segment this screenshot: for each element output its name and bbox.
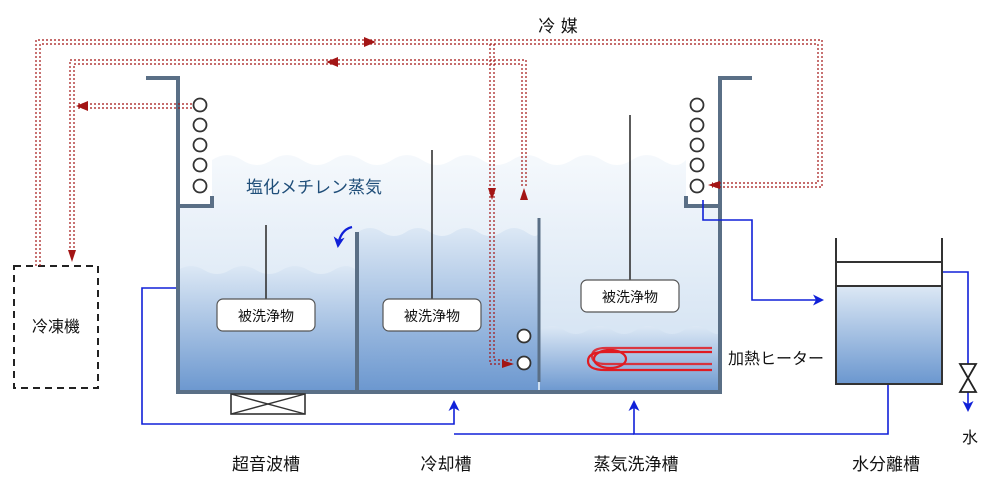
vapor-label: 塩化メチレン蒸気 (246, 178, 382, 198)
refrigerant-lines (35, 39, 823, 365)
water-label: 水 (962, 428, 978, 447)
heater-icon (586, 346, 712, 372)
refrigerant-label: 冷 媒 (538, 17, 577, 37)
freezer-box (13, 265, 99, 389)
freezer-label: 冷凍機 (32, 317, 80, 336)
left-trough (178, 196, 214, 208)
workpieces: 被洗浄物 被洗浄物 被洗浄物 (216, 115, 680, 332)
heater-label: 加熱ヒーター (728, 349, 824, 368)
flow-lines (141, 200, 974, 435)
ultrasonic-tank-label: 超音波槽 (232, 455, 300, 475)
workpiece-cooling: 被洗浄物 (382, 298, 482, 332)
circulation-arrow-icon (333, 225, 353, 248)
workpiece-label: 被洗浄物 (238, 309, 294, 325)
vapor-wash-tank-label: 蒸気洗浄槽 (594, 455, 679, 475)
refrigerant-arrows (68, 37, 720, 368)
valve-icon (958, 363, 978, 393)
workpiece-vapor: 被洗浄物 (580, 279, 680, 313)
workpiece-label: 被洗浄物 (404, 309, 460, 325)
tank-wall (146, 76, 752, 394)
coil-icon (192, 97, 705, 371)
workpiece-label: 被洗浄物 (602, 290, 658, 306)
cooling-tank-label: 冷却槽 (421, 455, 472, 475)
liquid-vapor-wash (540, 326, 720, 392)
water-separator-label: 水分離槽 (852, 455, 920, 475)
right-trough (684, 196, 720, 208)
water-separator (835, 238, 943, 385)
ultrasonic-transducer-icon (230, 393, 306, 415)
workpiece-ultrasonic: 被洗浄物 (216, 298, 316, 332)
main-tank (146, 76, 752, 394)
